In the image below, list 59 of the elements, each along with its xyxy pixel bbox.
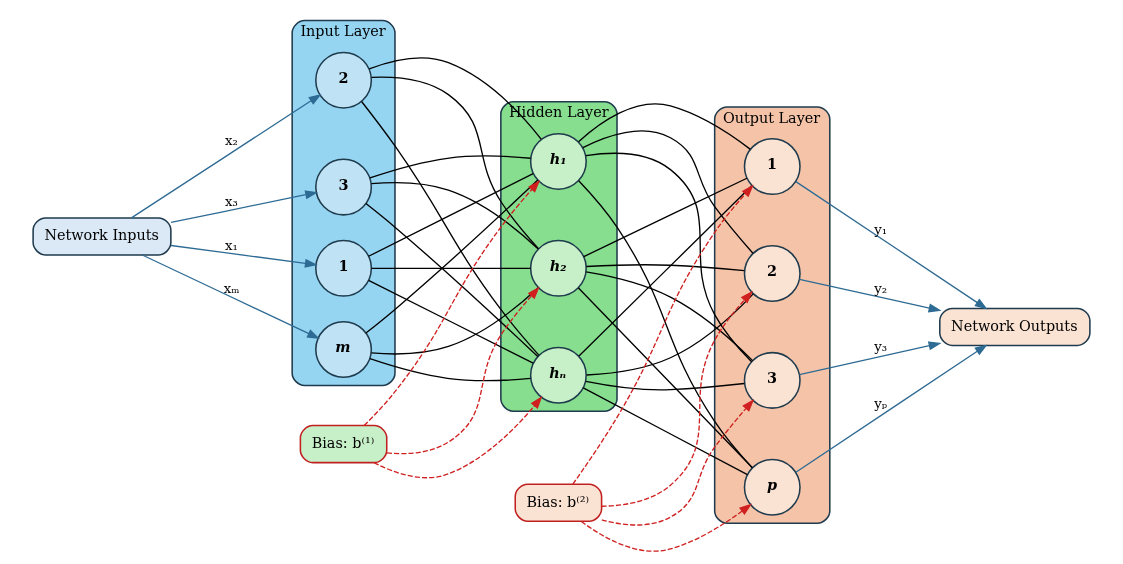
edge-label: x₁ <box>225 238 238 254</box>
connector <box>370 182 539 250</box>
connector <box>585 380 745 391</box>
arrow <box>373 396 543 479</box>
edge-label: x₃ <box>225 194 238 210</box>
arrow <box>386 286 540 455</box>
connector <box>367 279 534 364</box>
node-circle: m <box>315 321 373 379</box>
connector <box>370 76 540 250</box>
connector <box>577 103 752 150</box>
arrow <box>580 503 753 552</box>
node-box: Bias: b⁽¹⁾ <box>299 424 388 464</box>
connector <box>577 287 753 469</box>
connector <box>585 264 745 272</box>
connector <box>578 185 753 357</box>
edge-label: x₂ <box>225 133 238 149</box>
arrow <box>798 278 942 313</box>
connector <box>365 179 539 334</box>
connector <box>367 172 534 257</box>
node-circle: 2 <box>743 244 801 302</box>
connector <box>365 202 539 358</box>
arrow <box>600 290 753 507</box>
node-circle: 2 <box>315 51 373 109</box>
connector <box>585 152 753 363</box>
edge-label: y₁ <box>874 221 888 237</box>
arrow <box>170 244 318 268</box>
edge-label: yₚ <box>874 395 888 411</box>
arrow <box>141 254 321 339</box>
arrow <box>798 341 942 376</box>
node-circle: 1 <box>315 239 373 297</box>
arrow <box>795 180 988 310</box>
edge-label: y₂ <box>874 281 888 297</box>
edge-label: y₃ <box>874 338 888 354</box>
connector <box>583 177 748 258</box>
node-circle: p <box>743 458 801 516</box>
connector <box>585 271 754 362</box>
node-circle: h₂ <box>529 239 587 297</box>
node-circle: 3 <box>315 158 373 216</box>
node-box: Network Inputs <box>32 217 172 256</box>
node-circle: hₙ <box>529 346 587 404</box>
arrow <box>170 190 319 224</box>
connector <box>369 358 532 382</box>
arrow <box>363 180 541 427</box>
node-circle: 3 <box>743 351 801 409</box>
connector <box>370 267 532 269</box>
connector <box>369 155 532 179</box>
node-box: Bias: b⁽²⁾ <box>514 483 603 522</box>
arrow <box>601 399 755 526</box>
edge-label: xₘ <box>223 281 240 297</box>
connector <box>582 130 754 254</box>
connector <box>360 100 540 356</box>
node-box: Network Outputs <box>939 307 1091 347</box>
arrow <box>795 344 988 473</box>
connector <box>370 286 539 355</box>
connector <box>582 387 749 476</box>
arrow <box>130 93 322 219</box>
connector <box>368 57 542 140</box>
connector <box>585 293 754 376</box>
node-circle: h₁ <box>529 132 587 190</box>
